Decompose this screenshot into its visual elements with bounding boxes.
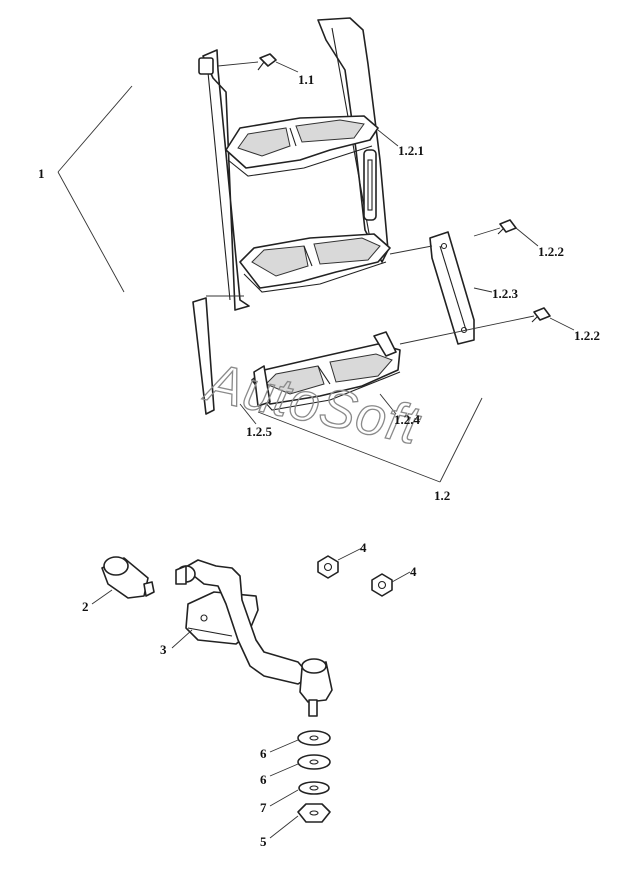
washer-2 [297, 754, 331, 770]
callout-1-2-3: 1.2.3 [492, 286, 519, 301]
callout-1-2-5: 1.2.5 [246, 424, 273, 439]
callout-3: 3 [160, 642, 167, 657]
upper-step [225, 115, 379, 177]
right-side-rail [317, 17, 389, 263]
callout-6-lower: 6 [260, 772, 267, 787]
bottom-step [251, 331, 401, 411]
callout-1-2-4: 1.2.4 [394, 412, 421, 427]
bolt-1-2-2-upper [497, 219, 517, 235]
callout-1-1: 1.1 [298, 72, 314, 87]
left-thin-plate [192, 297, 215, 415]
middle-step [239, 233, 391, 293]
hex-nut-bottom [297, 803, 331, 823]
callout-2: 2 [82, 599, 89, 614]
mounting-bracket-assembly [91, 547, 411, 839]
nut-upper [317, 555, 339, 579]
step-ladder-assembly [192, 17, 551, 415]
callout-1-2: 1.2 [434, 488, 450, 503]
callout-1-2-1: 1.2.1 [398, 143, 424, 158]
callout-4-upper: 4 [360, 540, 367, 555]
bolt-1-2-2-lower [531, 307, 551, 323]
nut-lower [371, 573, 393, 597]
callout-6-upper: 6 [260, 746, 267, 761]
washer-1 [297, 730, 331, 746]
callout-1-2-bracket [257, 397, 483, 483]
side-bracket-plate [429, 231, 475, 345]
bolt-1-1 [257, 53, 277, 71]
callout-7: 7 [260, 800, 267, 815]
callout-1: 1 [38, 166, 45, 181]
callout-labels: 1 1.1 1.2.1 1.2.2 1.2.3 1.2.2 1.2.4 1.2.… [38, 72, 600, 849]
callout-1-bracket [57, 85, 133, 293]
callout-4-lower: 4 [410, 564, 417, 579]
left-side-rail [198, 49, 250, 311]
callout-1-2-2-lower: 1.2.2 [574, 328, 600, 343]
callout-5: 5 [260, 834, 267, 849]
callout-1-2-2-upper: 1.2.2 [538, 244, 564, 259]
spring-washer [298, 781, 330, 795]
end-cap [101, 556, 155, 599]
spindle-post [299, 658, 333, 717]
